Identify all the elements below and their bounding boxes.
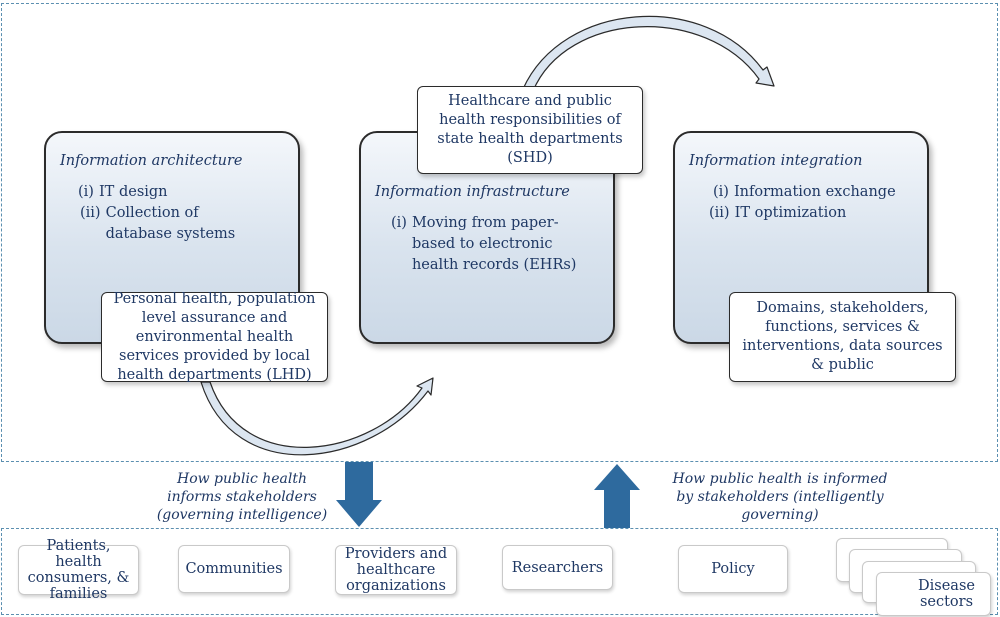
up-arrow [594, 464, 640, 528]
informed-label: How public health is informed by stakeho… [672, 471, 888, 523]
stakeholder-researchers: Researchers [502, 545, 613, 590]
curved-arrow-lower [200, 377, 434, 456]
list-number: (i) [713, 184, 729, 200]
integration-note: Domains, stakeholders, functions, servic… [729, 292, 956, 382]
list-text: Information exchange [733, 184, 896, 200]
list-text: IT optimization [734, 205, 847, 221]
shd-note: Healthcare and public health responsibil… [417, 86, 643, 174]
list-item: (ii) IT optimization [689, 203, 913, 224]
list-item: (i) Moving from paper-based to electroni… [375, 213, 599, 276]
infrastructure-list: (i) Moving from paper-based to electroni… [375, 213, 599, 276]
list-number: (i) [78, 184, 94, 200]
stakeholder-disease-sectors: Disease sectors [876, 572, 991, 616]
stakeholder-frame [1, 528, 998, 615]
down-arrow [336, 462, 382, 527]
informs-label: How public health informs stakeholders (… [156, 471, 328, 523]
stakeholder-patients: Patients, health consumers, & families [18, 538, 139, 602]
list-number: (ii) [709, 205, 730, 221]
list-text: Moving from paper-based to electronic he… [411, 215, 577, 273]
list-item: (i) IT design [60, 182, 284, 203]
list-number: (ii) [80, 205, 101, 221]
list-text: Collection of database systems [105, 205, 236, 242]
architecture-list: (i) IT design (ii) Collection of databas… [60, 182, 284, 245]
architecture-title: Information architecture [60, 153, 243, 169]
stakeholder-providers: Providers and healthcare organizations [335, 545, 457, 595]
list-text: IT design [98, 184, 168, 200]
integration-title: Information integration [689, 153, 863, 169]
list-item: (ii) Collection of database systems [60, 203, 284, 245]
stakeholder-communities: Communities [178, 545, 290, 593]
list-item: (i) Information exchange [689, 182, 913, 203]
integration-list: (i) Information exchange (ii) IT optimiz… [689, 182, 913, 224]
list-number: (i) [391, 215, 407, 231]
infrastructure-title: Information infrastructure [375, 184, 570, 200]
stakeholder-policy: Policy [678, 545, 788, 593]
upper-frame [1, 3, 998, 462]
curved-arrow-upper [522, 15, 775, 92]
lhd-note: Personal health, population level assura… [101, 291, 328, 383]
